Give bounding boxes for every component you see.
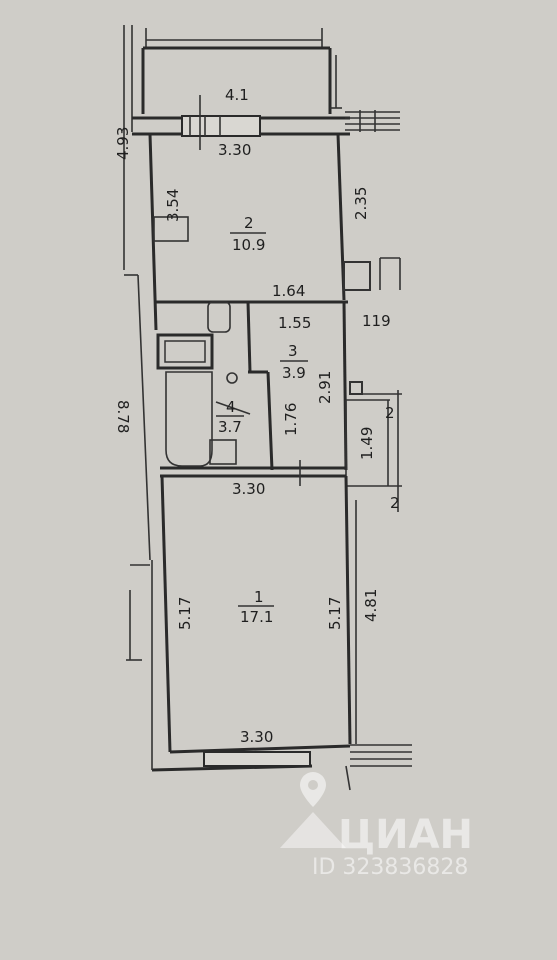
room3-number: 3	[288, 342, 298, 360]
kitchen-right-dim: 2.35	[352, 187, 370, 220]
balcony-area-label: 4.1	[225, 86, 249, 104]
balcony	[141, 28, 342, 114]
room4-area: 3.7	[218, 418, 242, 436]
bath-height-dim: 1.76	[282, 403, 300, 436]
outer-left-wall	[123, 25, 151, 661]
closet-dim: 1.49	[358, 427, 376, 460]
watermark-brand: ЦИАН	[338, 812, 473, 858]
room1-walls	[151, 475, 412, 791]
tiny-2b: 2	[390, 494, 400, 512]
room1-window	[203, 751, 311, 767]
hall-height-dim: 2.91	[316, 371, 334, 404]
room1-outer-dim: 4.81	[362, 589, 380, 622]
bathtub	[165, 371, 213, 467]
room4-number: 4	[226, 398, 236, 416]
left-outer-dim: 4.93	[114, 127, 132, 160]
kitchen-width-dim: 3.54	[164, 189, 182, 222]
room3-area: 3.9	[282, 364, 306, 382]
room1-bottom-dim: 3.30	[240, 728, 273, 746]
bathroom-fixtures	[156, 301, 251, 467]
top-wall-dim: 3.30	[218, 141, 251, 159]
room1-right-dim: 5.17	[326, 597, 344, 630]
kitchen-stove	[153, 216, 189, 242]
room1-number: 1	[254, 588, 264, 606]
hall-top-dim: 1.64	[272, 282, 305, 300]
location-pin-icon	[280, 772, 346, 848]
cian-watermark: ЦИАН ID 323836828	[280, 772, 473, 880]
hall-width-dim: 1.55	[278, 314, 311, 332]
room-labels: 2 10.9 3 3.9 4 3.7 1 17.1	[216, 214, 308, 626]
right-window-top	[345, 110, 400, 132]
hall-and-bath-walls	[156, 300, 402, 487]
room1-area: 17.1	[240, 608, 273, 626]
tiny-2a: 2	[385, 404, 395, 422]
kitchen-window	[181, 115, 261, 137]
washing-machine	[209, 439, 237, 465]
toilet	[226, 372, 238, 384]
room1-top-dim: 3.30	[232, 480, 265, 498]
watermark-id: ID 323836828	[312, 855, 468, 880]
right-119-dim: 119	[362, 312, 391, 330]
room1-left-dim: 5.17	[176, 597, 194, 630]
room2-number: 2	[244, 214, 254, 232]
wash-basin	[156, 333, 214, 370]
sink-top	[207, 301, 231, 333]
right-shafts	[343, 257, 402, 512]
left-lower-dim: 8.78	[114, 400, 132, 433]
room2-area: 10.9	[232, 236, 265, 254]
dimension-labels: 4.1 3.30 4.93 3.54 2.35 1.64 1.55 119 1.…	[114, 86, 400, 746]
